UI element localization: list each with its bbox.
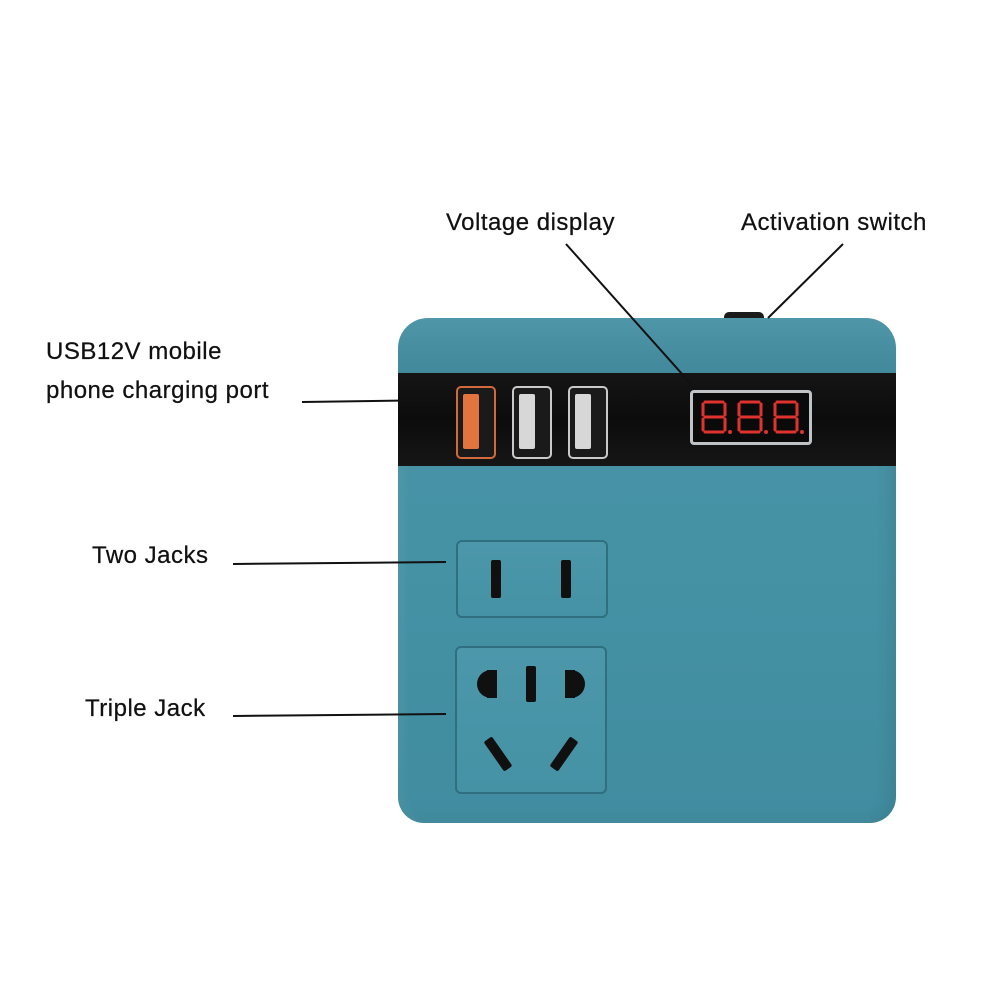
usb-port-label-line2: phone charging port bbox=[46, 377, 269, 404]
control-band bbox=[398, 373, 896, 466]
two-jacks-label: Two Jacks bbox=[92, 542, 209, 569]
digit-0-decimal-point bbox=[728, 430, 732, 434]
usb-port-2[interactable] bbox=[512, 386, 552, 459]
activation-switch-leader bbox=[767, 243, 844, 319]
seven-segment-readout bbox=[701, 400, 804, 434]
usb-port-2-tongue bbox=[519, 394, 535, 449]
usb-port-3-tongue bbox=[575, 394, 591, 449]
power-inverter bbox=[398, 312, 896, 823]
triple-jack-socket[interactable] bbox=[455, 646, 607, 794]
two-jack-slot-right bbox=[561, 560, 571, 598]
two-jack-socket[interactable] bbox=[456, 540, 608, 618]
usb-port-label-line1: USB12V mobile bbox=[46, 338, 222, 365]
voltage-display bbox=[690, 390, 812, 445]
voltage-display-label: Voltage display bbox=[446, 209, 615, 236]
usb-port-3[interactable] bbox=[568, 386, 608, 459]
usb-port-fast-charge-tongue bbox=[463, 394, 479, 449]
two-jack-slot-left bbox=[491, 560, 501, 598]
usb-port-fast-charge[interactable] bbox=[456, 386, 496, 459]
triple-jack-label: Triple Jack bbox=[85, 695, 206, 722]
triple-jack-openings bbox=[477, 666, 585, 771]
activation-switch-label: Activation switch bbox=[741, 209, 927, 236]
digit-1-decimal-point bbox=[764, 430, 768, 434]
digit-2-decimal-point bbox=[800, 430, 804, 434]
